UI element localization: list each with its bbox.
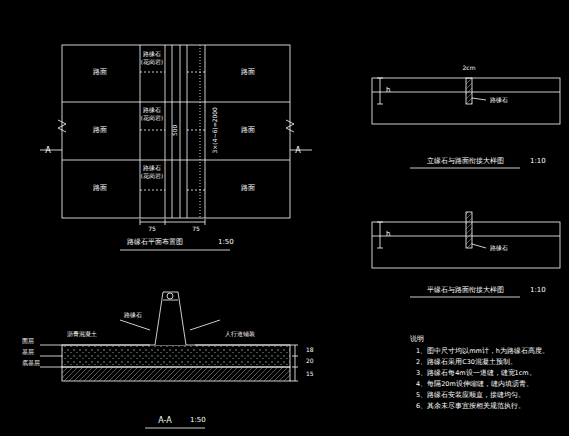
- view-title: A-A: [158, 417, 171, 426]
- notes-heading: 说明: [410, 336, 424, 344]
- area-label: 路面: [93, 185, 107, 193]
- section-mark: A: [45, 147, 50, 156]
- dimension: h: [386, 231, 390, 239]
- view-title: 平缘石与路面衔接大样图: [427, 287, 504, 295]
- area-label: 路面: [93, 69, 107, 77]
- section-mark: A: [295, 147, 300, 156]
- note-line: 4、每隔20m设伸缩缝，缝内填沥青。: [416, 381, 533, 388]
- dimension: 18: [306, 347, 314, 354]
- material-label: 沥青混凝土: [67, 331, 97, 338]
- area-label: 路面: [241, 185, 255, 193]
- note-line: 6、其余未尽事宜按相关规范执行。: [416, 403, 525, 410]
- part-name: 路缘石: [143, 107, 161, 114]
- part-name: 路缘石: [490, 97, 508, 104]
- part-name: 路缘石: [490, 245, 508, 252]
- part-name: (花岗岩): [141, 115, 163, 121]
- dimension: h: [386, 87, 390, 95]
- view-title: 路缘石平面布置图: [127, 239, 183, 247]
- note-line: 3、路缘石每4m设一道缝，缝宽1cm。: [416, 370, 536, 377]
- view-title: 立缘石与路面衔接大样图: [427, 158, 504, 166]
- dimension: 500: [173, 124, 180, 135]
- view-scale: 1:50: [218, 239, 234, 247]
- layer-name: 基层: [22, 349, 34, 356]
- dimension: 2cm: [463, 65, 476, 72]
- area-label: 路面: [241, 69, 255, 77]
- section-view: [40, 292, 298, 428]
- layer-name: 面层: [22, 338, 34, 345]
- plan-view: [40, 45, 312, 250]
- note-line: 1、图中尺寸均以mm计，h为路缘石高度。: [416, 348, 549, 355]
- part-name: 路缘石: [143, 51, 161, 58]
- dimension: 75: [192, 226, 200, 233]
- note-line: 5、路缘石安装应顺直，接缝均匀。: [416, 392, 525, 399]
- view-scale: 1:10: [530, 287, 546, 295]
- dimension: 20: [306, 358, 314, 365]
- view-scale: 1:10: [530, 158, 546, 166]
- dimension: 15: [306, 371, 314, 378]
- area-label: 路面: [241, 127, 255, 135]
- layer-name: 底基层: [22, 360, 40, 367]
- part-name: (花岗岩): [141, 59, 163, 65]
- dimension: 3×(4~6)=2000: [212, 107, 219, 154]
- note-line: 2、路缘石采用C30混凝土预制。: [416, 359, 517, 366]
- part-name: (花岗岩): [141, 173, 163, 179]
- part-name: 路缘石: [124, 312, 142, 319]
- view-scale: 1:50: [190, 417, 206, 425]
- area-label: 路面: [93, 127, 107, 135]
- detail-views: [372, 78, 560, 297]
- material-label: 人行道铺装: [225, 331, 255, 338]
- part-name: 路缘石: [143, 165, 161, 172]
- dimension: 75: [148, 226, 156, 233]
